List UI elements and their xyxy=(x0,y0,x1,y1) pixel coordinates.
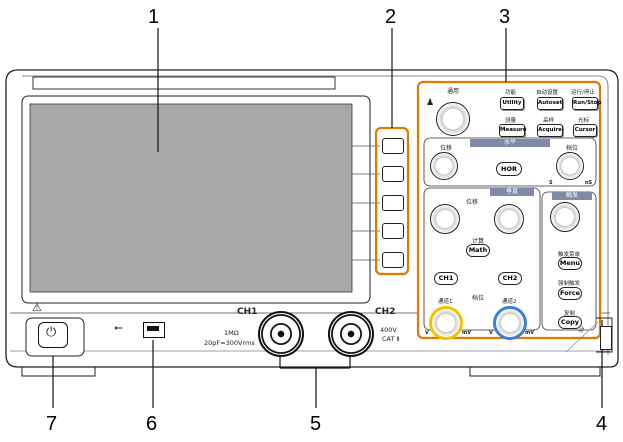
h-scale-label: 档位 xyxy=(566,145,579,152)
general-knob[interactable] xyxy=(436,102,470,136)
menu-button[interactable]: Menu xyxy=(558,257,582,270)
ch1-spec-1: 1MΩ xyxy=(224,329,239,337)
acquire-button[interactable]: Acquire xyxy=(537,124,563,137)
force-label: 强制触发 xyxy=(558,281,581,287)
h-scale-knob[interactable] xyxy=(556,152,584,180)
ch1-bnc-connector[interactable] xyxy=(258,311,304,357)
ch1-scale-knob[interactable] xyxy=(429,306,463,340)
force-button[interactable]: Force xyxy=(558,287,582,300)
ch2-mv-label: mV xyxy=(525,330,535,336)
autoset-label: 自动设置 xyxy=(536,90,559,96)
s-label: S xyxy=(549,180,553,186)
softkey-1[interactable] xyxy=(382,138,404,154)
callout-1: 1 xyxy=(148,6,160,28)
ch2-bnc-connector[interactable] xyxy=(328,311,374,357)
ch1-button[interactable]: CH1 xyxy=(434,272,458,285)
softkey-4[interactable] xyxy=(382,223,404,239)
cursor-button[interactable]: Cursor xyxy=(573,124,597,137)
hor-button[interactable]: HOR xyxy=(496,162,522,176)
vertical-section-label: 垂直 xyxy=(490,188,534,196)
probe-compensation-terminal[interactable] xyxy=(600,326,612,350)
copy-label: 复制 xyxy=(564,311,576,317)
ch1-mv-label: mV xyxy=(462,330,472,336)
power-icon: ⏻ xyxy=(46,325,57,340)
ch1-scale-label: 通道1 xyxy=(438,299,453,305)
ch2-spec-1: 400V xyxy=(380,326,397,334)
usb-port-slot xyxy=(147,326,159,331)
ch2-input-label: CH2 xyxy=(375,307,396,317)
h-position-label: 位移 xyxy=(440,145,453,152)
softkey-3[interactable] xyxy=(382,195,404,211)
ch2-position-knob[interactable] xyxy=(494,204,524,234)
callout-7: 7 xyxy=(46,413,58,435)
power-button[interactable] xyxy=(38,322,68,348)
trigger-level-knob[interactable] xyxy=(550,202,580,232)
ns-label: nS xyxy=(585,180,593,186)
callout-2: 2 xyxy=(385,6,397,28)
display-screen xyxy=(30,104,352,292)
acquire-label: 采样 xyxy=(543,118,555,124)
warning-icons: ⚠ xyxy=(32,301,42,314)
v-position-label: 位移 xyxy=(466,199,479,206)
runstop-label: 运行/停止 xyxy=(571,90,595,96)
ch2-scale-knob[interactable] xyxy=(493,306,527,340)
copy-button[interactable]: Copy xyxy=(558,316,582,329)
math-button[interactable]: Math xyxy=(466,244,490,257)
cursor-label: 光标 xyxy=(578,118,590,124)
callout-5: 5 xyxy=(310,413,322,435)
ch2-button[interactable]: CH2 xyxy=(498,272,522,285)
ch2-scale-label: 通道2 xyxy=(502,299,517,305)
callout-3: 3 xyxy=(499,6,511,28)
utility-button[interactable]: Utility xyxy=(500,97,524,110)
measure-button[interactable]: Measure xyxy=(499,124,527,137)
ch1-position-knob[interactable] xyxy=(430,204,460,234)
push-icon: ♟ xyxy=(426,98,435,108)
trigger-menu-label: 触发菜单 xyxy=(558,252,581,258)
runstop-button[interactable]: Run/Stop xyxy=(572,97,601,110)
measure-label: 测量 xyxy=(505,118,517,124)
function-label: 功能 xyxy=(505,90,517,96)
ch2-spec-2: CAT Ⅱ xyxy=(382,335,400,343)
softkey-5[interactable] xyxy=(382,252,404,268)
ch1-v-label: V xyxy=(425,330,429,336)
ch1-spec-2: 20pF≈300Vrms xyxy=(204,339,255,347)
h-position-knob[interactable] xyxy=(430,152,458,180)
ch2-v-label: V xyxy=(489,330,493,336)
callout-4: 4 xyxy=(596,413,608,435)
trigger-section-label: 触发 xyxy=(552,192,592,200)
callout-6: 6 xyxy=(146,413,158,435)
autoset-button[interactable]: Autoset xyxy=(537,97,563,110)
ch1-input-label: CH1 xyxy=(237,307,258,317)
general-knob-label: 通用 xyxy=(447,88,460,95)
math-label: 计算 xyxy=(472,238,485,245)
usb-icon: ⭠ xyxy=(114,321,123,334)
softkey-2[interactable] xyxy=(382,166,404,182)
v-scale-label: 档位 xyxy=(472,295,485,302)
horizontal-section-label: 水平 xyxy=(470,139,550,147)
